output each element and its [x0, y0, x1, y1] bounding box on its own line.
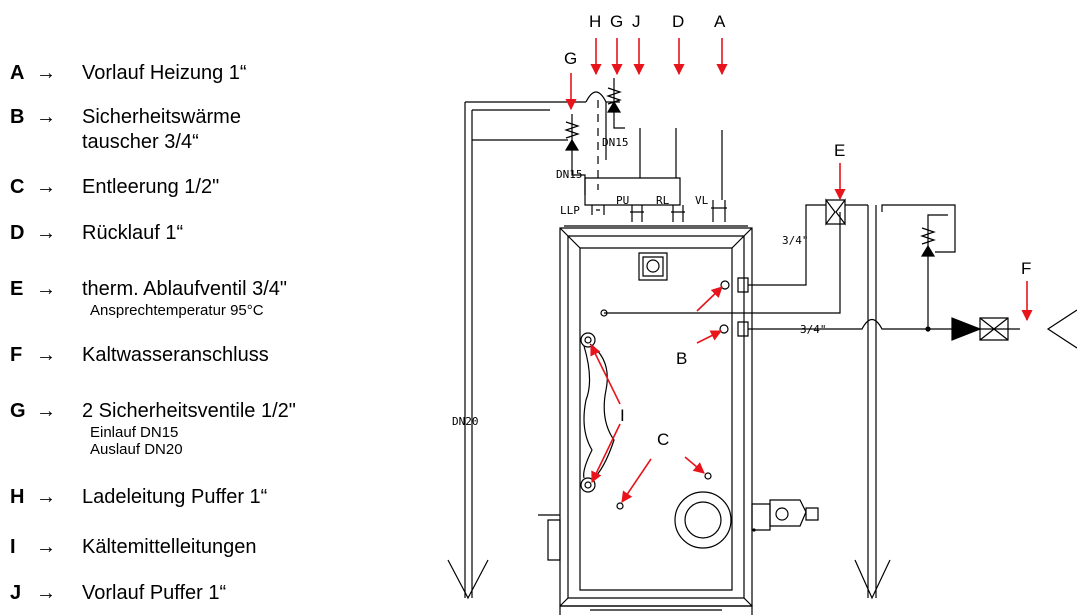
legend-sub: Einlauf DN15 — [90, 424, 179, 441]
legend-arrow: → — [36, 106, 56, 128]
legend-label: Vorlauf Heizung 1“ — [82, 62, 247, 84]
legend-arrow: → — [36, 62, 56, 84]
legend-label: 2 Sicherheitsventile 1/2" — [82, 400, 296, 422]
drawing-letter-g: G — [610, 12, 623, 31]
drawing-letter-g-left: G — [564, 49, 577, 68]
drawing-letter-h: H — [589, 12, 601, 31]
legend-key: D — [10, 222, 25, 244]
label-rl: RL — [656, 194, 670, 207]
legend-key: E — [10, 278, 24, 300]
arrow-b2 — [696, 330, 723, 344]
arrow-i1 — [590, 343, 621, 405]
drawing-letter-i: I — [620, 406, 625, 425]
label-3-4-lower: 3/4" — [800, 323, 827, 336]
legend-key: C — [10, 176, 25, 198]
storage-tank — [559, 227, 753, 607]
drawing-letter-a: A — [714, 12, 726, 31]
drawing-letter-c: C — [657, 430, 669, 449]
label-vl: VL — [695, 194, 709, 207]
legend-label: Rücklauf 1“ — [82, 222, 184, 244]
legend-label: Ladeleitung Puffer 1“ — [82, 486, 268, 508]
legend-label: Kältemittelleitungen — [82, 536, 257, 558]
connection-legend: A → Vorlauf Heizung 1“ B → Sicherheitswä… — [0, 0, 430, 615]
arrow-b1 — [696, 286, 723, 312]
legend-arrow: → — [36, 400, 56, 422]
legend-label: Vorlauf Puffer 1“ — [82, 582, 227, 604]
drawing-letter-d: D — [672, 12, 684, 31]
safety-valve-left — [564, 114, 586, 195]
arrow-i2 — [591, 423, 621, 484]
legend-label: Kaltwasseranschluss — [82, 344, 269, 366]
arrow-c1 — [684, 456, 705, 474]
legend-arrow: → — [36, 278, 56, 300]
legend-label: therm. Ablaufventil 3/4" — [82, 278, 287, 300]
legend-arrow: → — [36, 486, 56, 508]
safety-valve-right — [605, 78, 625, 160]
label-llp: LLP — [560, 204, 580, 217]
legend-key: J — [10, 582, 22, 604]
legend-arrow: → — [36, 344, 56, 366]
legend-label: Sicherheitswärme — [82, 106, 241, 128]
legend-arrow: → — [36, 222, 56, 244]
legend-sub: Auslauf DN20 — [90, 441, 183, 458]
legend-key: I — [10, 536, 16, 558]
drawing-letter-b: B — [676, 349, 687, 368]
legend-key: G — [10, 400, 26, 422]
label-dn20: DN20 — [452, 415, 479, 428]
arrow-c2 — [621, 458, 652, 503]
legend-key: H — [10, 486, 25, 508]
legend-label: Entleerung 1/2" — [82, 176, 220, 198]
legend-key: F — [10, 344, 23, 366]
legend-arrow: → — [36, 582, 56, 604]
legend-key: B — [10, 106, 25, 128]
label-dn15-top: DN15 — [602, 136, 629, 149]
legend-key: A — [10, 62, 25, 84]
legend-sub: Ansprechtemperatur 95°C — [90, 302, 264, 319]
legend-arrow: → — [36, 176, 56, 198]
legend-label-line2: tauscher 3/4“ — [82, 131, 199, 153]
legend-arrow: → — [36, 536, 56, 558]
drawing-letter-f: F — [1021, 259, 1031, 278]
drawing-letter-e: E — [834, 141, 845, 160]
drawing-letter-j: J — [632, 12, 641, 31]
label-3-4-upper: 3/4" — [782, 234, 809, 247]
label-pu: PU — [616, 194, 629, 207]
label-dn15-left: DN15 — [556, 168, 583, 181]
